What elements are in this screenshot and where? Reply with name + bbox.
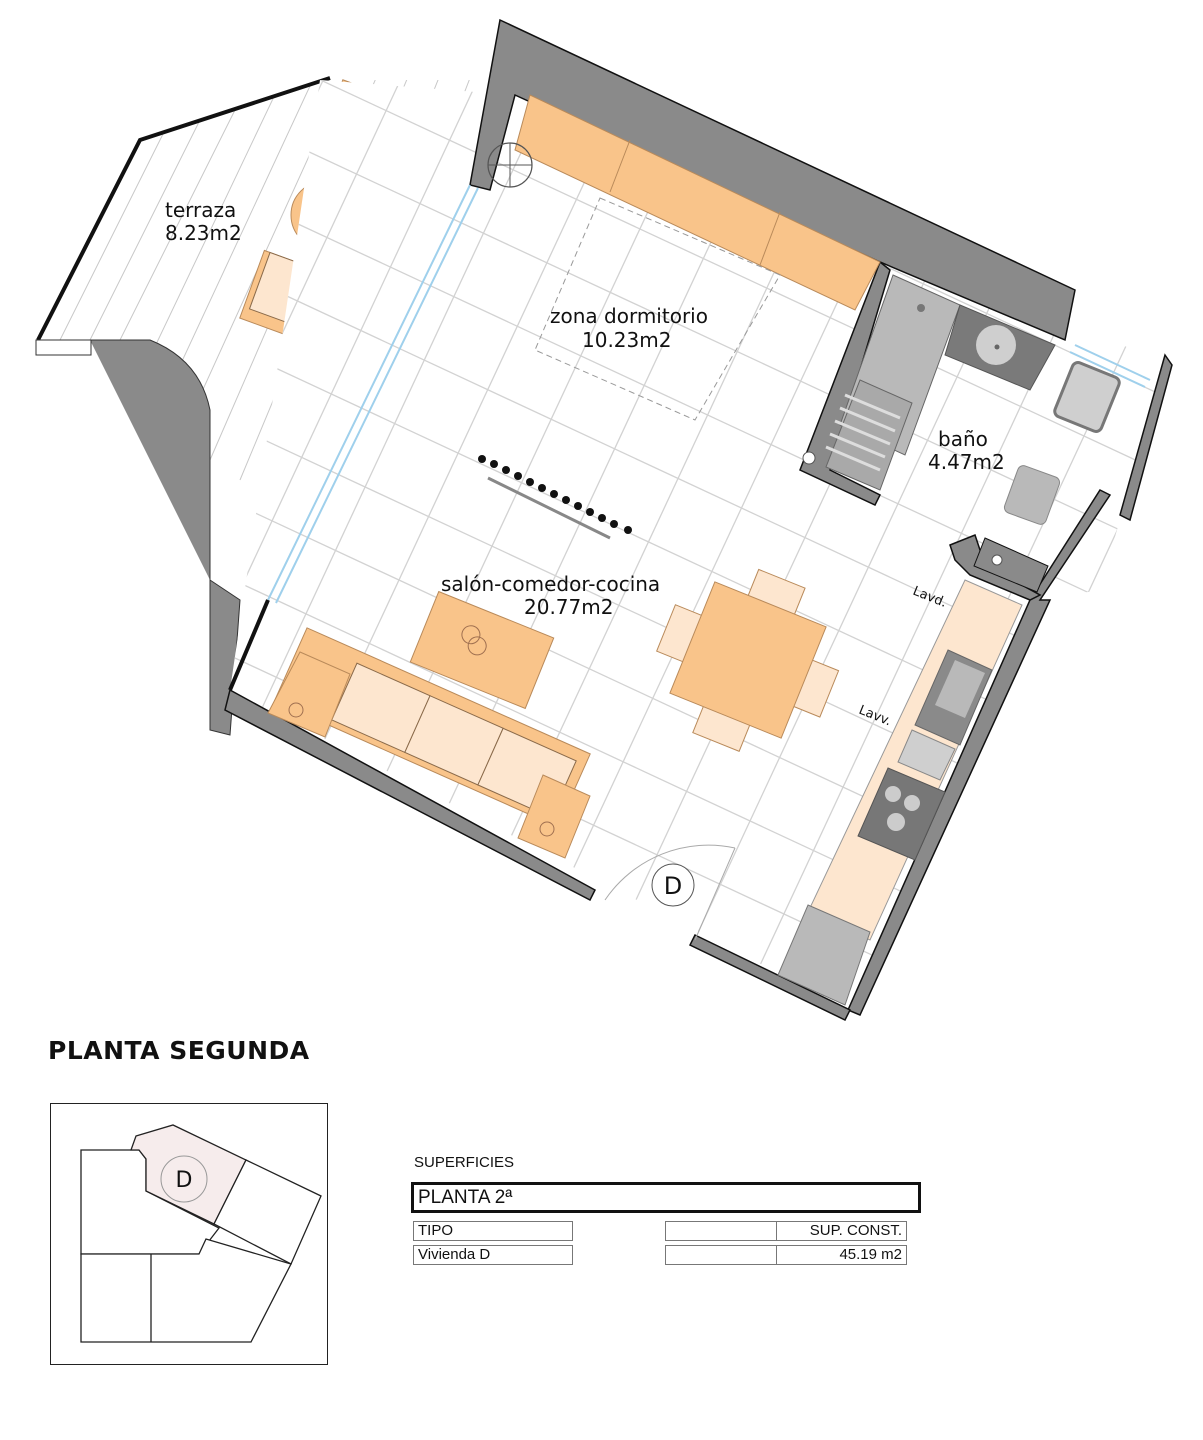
header-blank — [665, 1221, 777, 1241]
key-plan-diagram: D — [80, 1124, 322, 1343]
wardrobe — [514, 94, 881, 311]
terrace-wall — [90, 339, 241, 736]
walls — [224, 18, 1173, 1021]
south-east-wall — [688, 934, 852, 1021]
east-wall-upper — [1119, 353, 1173, 522]
hob-icon — [857, 767, 946, 861]
coffee-table — [409, 590, 555, 710]
toilet-icon — [1003, 465, 1061, 525]
unit-d-highlight — [130, 1124, 247, 1225]
fridge-icon — [777, 904, 871, 1006]
terrace-railing — [36, 76, 331, 341]
terrace-label-name: terraza — [165, 198, 236, 222]
key-plan-unit-letter: D — [176, 1168, 193, 1193]
bed-outline — [534, 197, 781, 421]
utility-box — [973, 537, 1049, 593]
bath-wall-west — [799, 260, 891, 506]
curtain-divider — [478, 455, 632, 540]
row-blank — [665, 1245, 777, 1265]
header-type: TIPO — [413, 1221, 573, 1241]
kitchen-counter — [777, 579, 1023, 1006]
row-area: 45.19 m2 — [776, 1245, 907, 1265]
bathroom-label-name: baño — [938, 427, 988, 451]
east-wall-lower — [847, 489, 1112, 1016]
surfaces-heading: SUPERFICIES — [414, 1154, 515, 1171]
key-plan: D — [50, 1103, 328, 1365]
living-label-name: salón-comedor-cocina — [441, 572, 660, 596]
glazing — [267, 184, 1151, 604]
washbasin-counter — [944, 304, 1056, 391]
entrance-letter: D — [664, 872, 682, 900]
floor-label: PLANTA 2ª — [411, 1182, 921, 1213]
side-table-left — [267, 651, 351, 738]
row-type: Vivienda D — [413, 1245, 573, 1265]
living-label-area: 20.77m2 — [524, 595, 613, 619]
terrace-label-area: 8.23m2 — [165, 221, 242, 245]
bidet-icon — [1053, 361, 1121, 433]
bedroom-label-name: zona dormitorio — [550, 304, 708, 328]
side-table-right — [517, 774, 591, 859]
header-area: SUP. CONST. — [776, 1221, 907, 1241]
dining-set — [656, 568, 840, 752]
entrance-door: D — [604, 844, 736, 941]
south-west-wall — [224, 688, 596, 902]
floor-plan: terraza 8.23m2 — [35, 18, 1173, 1021]
shower — [802, 274, 961, 491]
bedroom-label-area: 10.23m2 — [582, 328, 671, 352]
bathroom-label-area: 4.47m2 — [928, 450, 1005, 474]
key-plan-title: PLANTA SEGUNDA — [48, 1036, 310, 1065]
window-frame — [228, 599, 270, 691]
